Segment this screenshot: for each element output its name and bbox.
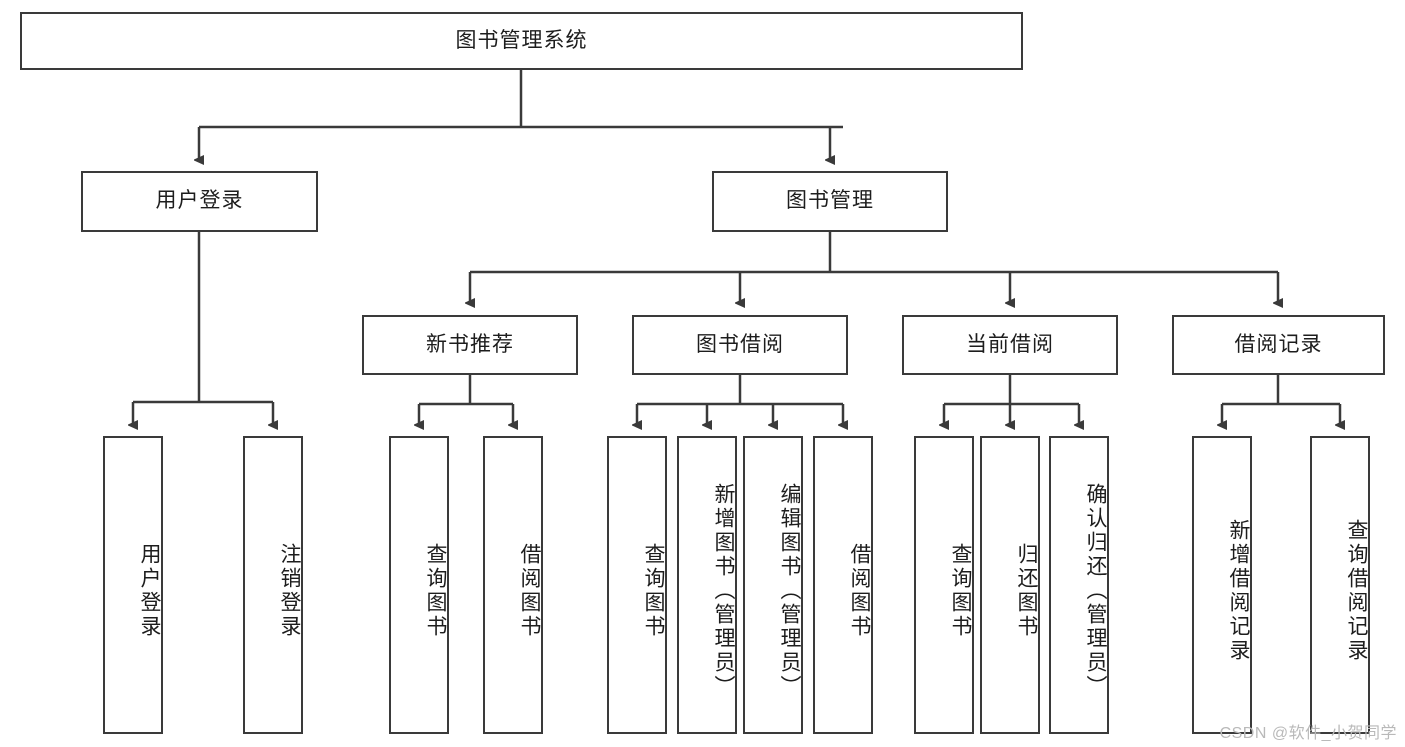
leaf-new-book-query[interactable]: 查询图书 bbox=[389, 436, 449, 734]
leaf-user-login-login[interactable]: 用户登录 bbox=[103, 436, 163, 734]
node-label: 查询借阅记录 bbox=[1345, 519, 1368, 663]
leaf-book-borrow-borrow[interactable]: 借阅图书 bbox=[813, 436, 873, 734]
node-label: 新增图书（管理员） bbox=[712, 483, 735, 699]
node-label: 用户登录 bbox=[138, 543, 161, 639]
leaf-borrow-record-query[interactable]: 查询借阅记录 bbox=[1310, 436, 1370, 734]
watermark-text: CSDN @软件_小贺同学 bbox=[1219, 725, 1397, 742]
node-label: 当前借阅 bbox=[966, 332, 1054, 356]
leaf-book-borrow-edit[interactable]: 编辑图书（管理员） bbox=[743, 436, 803, 734]
node-label: 借阅图书 bbox=[518, 543, 541, 639]
node-label: 借阅图书 bbox=[848, 543, 871, 639]
node-label: 新增借阅记录 bbox=[1227, 519, 1250, 663]
node-label: 确认归还（管理员） bbox=[1084, 483, 1107, 699]
node-label: 新书推荐 bbox=[426, 332, 514, 356]
node-label: 注销登录 bbox=[278, 543, 301, 639]
node-label: 编辑图书（管理员） bbox=[778, 483, 801, 699]
node-new-book-recommend[interactable]: 新书推荐 bbox=[362, 315, 578, 375]
node-label: 查询图书 bbox=[424, 543, 447, 639]
node-label: 图书管理 bbox=[786, 189, 874, 213]
node-label: 图书借阅 bbox=[696, 332, 784, 356]
leaf-borrow-record-add[interactable]: 新增借阅记录 bbox=[1192, 436, 1252, 734]
node-label: 归还图书 bbox=[1015, 543, 1038, 639]
leaf-user-login-logout[interactable]: 注销登录 bbox=[243, 436, 303, 734]
leaf-new-book-borrow[interactable]: 借阅图书 bbox=[483, 436, 543, 734]
leaf-current-borrow-query[interactable]: 查询图书 bbox=[914, 436, 974, 734]
leaf-book-borrow-add[interactable]: 新增图书（管理员） bbox=[677, 436, 737, 734]
leaf-current-borrow-confirm-return[interactable]: 确认归还（管理员） bbox=[1049, 436, 1109, 734]
leaf-book-borrow-query[interactable]: 查询图书 bbox=[607, 436, 667, 734]
node-current-borrow[interactable]: 当前借阅 bbox=[902, 315, 1118, 375]
node-label: 查询图书 bbox=[642, 543, 665, 639]
node-label: 借阅记录 bbox=[1234, 332, 1323, 356]
node-borrow-record[interactable]: 借阅记录 bbox=[1172, 315, 1385, 375]
node-book-management[interactable]: 图书管理 bbox=[712, 171, 948, 232]
node-label: 用户登录 bbox=[155, 189, 244, 213]
node-user-login[interactable]: 用户登录 bbox=[81, 171, 318, 232]
node-root-system[interactable]: 图书管理系统 bbox=[20, 12, 1023, 70]
leaf-current-borrow-return[interactable]: 归还图书 bbox=[980, 436, 1040, 734]
node-book-borrow[interactable]: 图书借阅 bbox=[632, 315, 848, 375]
node-label: 查询图书 bbox=[949, 543, 972, 639]
node-label: 图书管理系统 bbox=[455, 28, 588, 52]
